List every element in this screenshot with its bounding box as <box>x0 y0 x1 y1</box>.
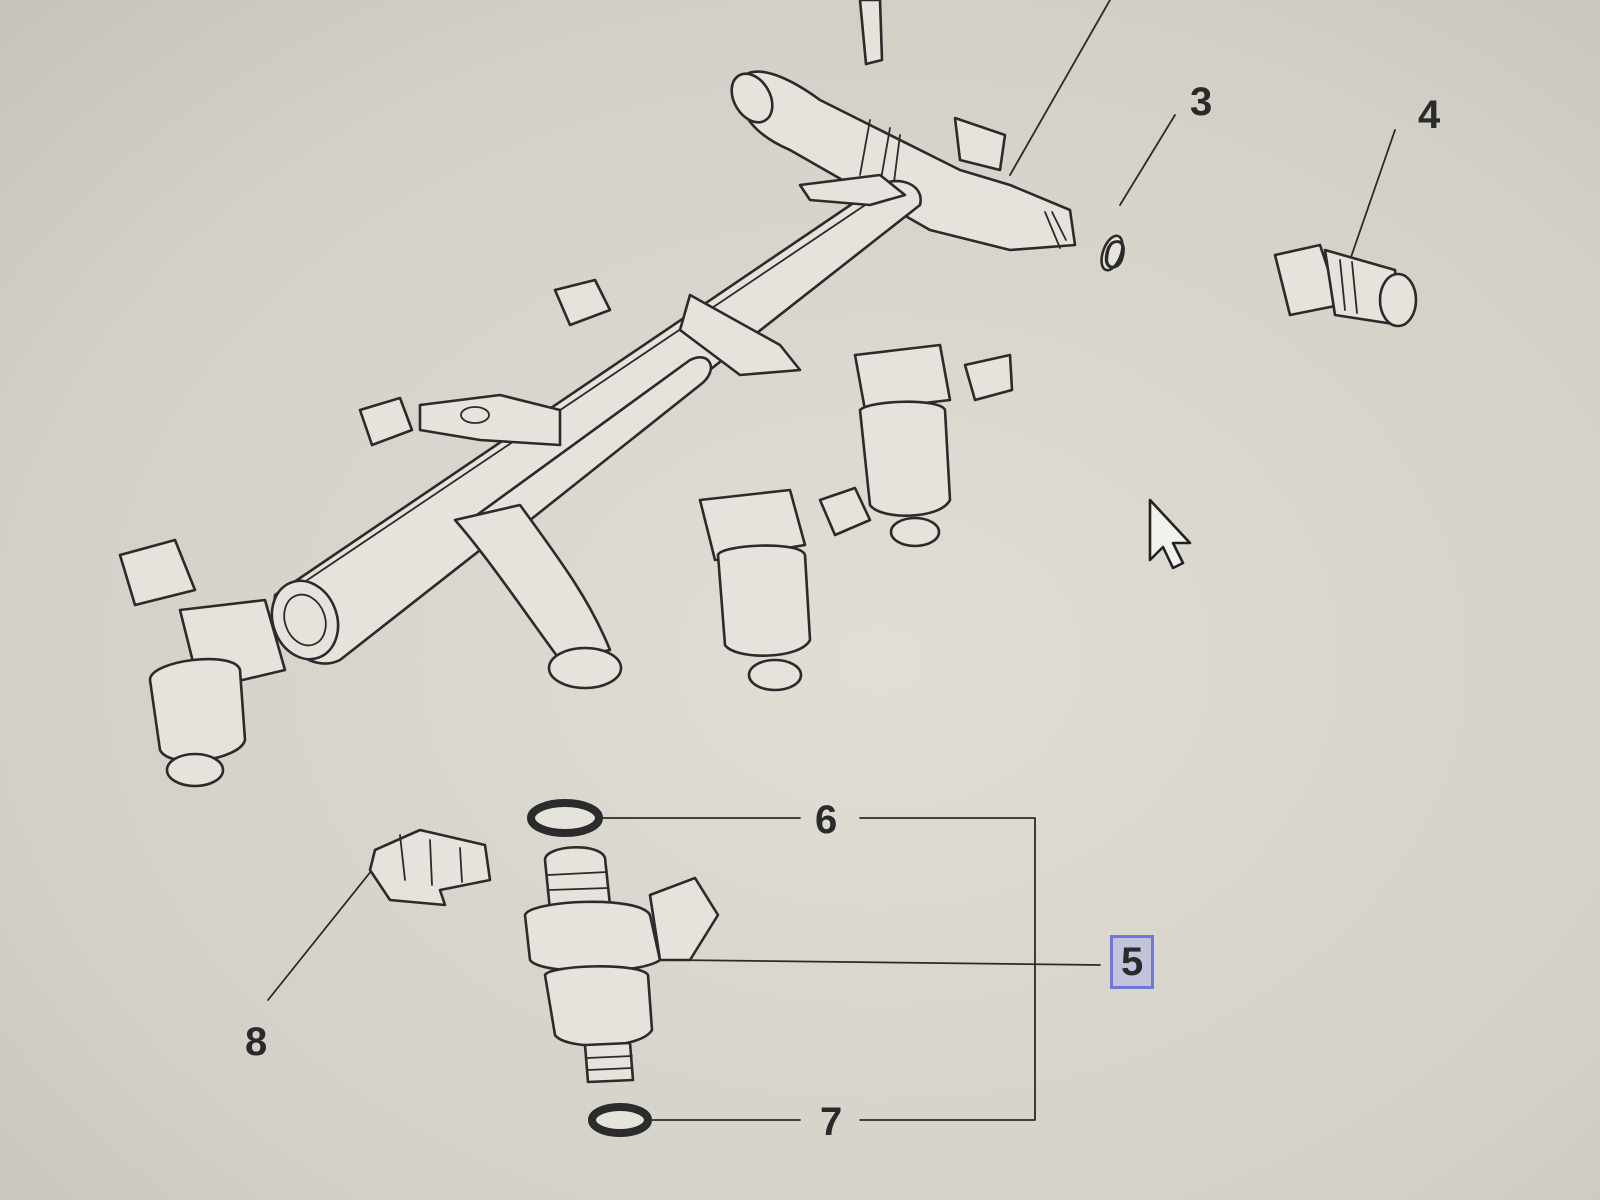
injector-clip-8[interactable] <box>368 828 492 907</box>
pressure-sensor-4[interactable] <box>1273 243 1418 328</box>
fuel-rail-assembly[interactable] <box>118 66 1077 788</box>
injector-middle <box>698 486 872 692</box>
mouse-pointer-icon <box>1148 498 1192 570</box>
callout-8[interactable]: 8 <box>245 1020 268 1064</box>
leader-line-top <box>1009 0 1111 176</box>
leader-bracket-5 <box>859 817 1036 1121</box>
callout-4[interactable]: 4 <box>1418 93 1441 137</box>
callout-5-selected[interactable]: 5 <box>1110 935 1155 989</box>
leader-line-5 <box>674 959 1101 966</box>
o-ring-6[interactable] <box>527 799 603 837</box>
callout-0[interactable]: 0 <box>1103 233 1126 277</box>
callout-3[interactable]: 3 <box>1190 80 1213 124</box>
injector-right <box>853 343 1014 548</box>
callout-7[interactable]: 7 <box>820 1100 843 1144</box>
callout-6[interactable]: 6 <box>815 798 838 842</box>
top-stub-part <box>858 0 884 66</box>
o-ring-7[interactable] <box>588 1103 652 1137</box>
fuel-injector-5[interactable] <box>523 846 720 1084</box>
o-ring-0[interactable] <box>1097 233 1126 273</box>
leader-line-3 <box>1119 114 1176 206</box>
injector-left <box>148 598 287 788</box>
leader-line-4 <box>1349 129 1396 261</box>
leader-line-8 <box>267 869 373 1001</box>
